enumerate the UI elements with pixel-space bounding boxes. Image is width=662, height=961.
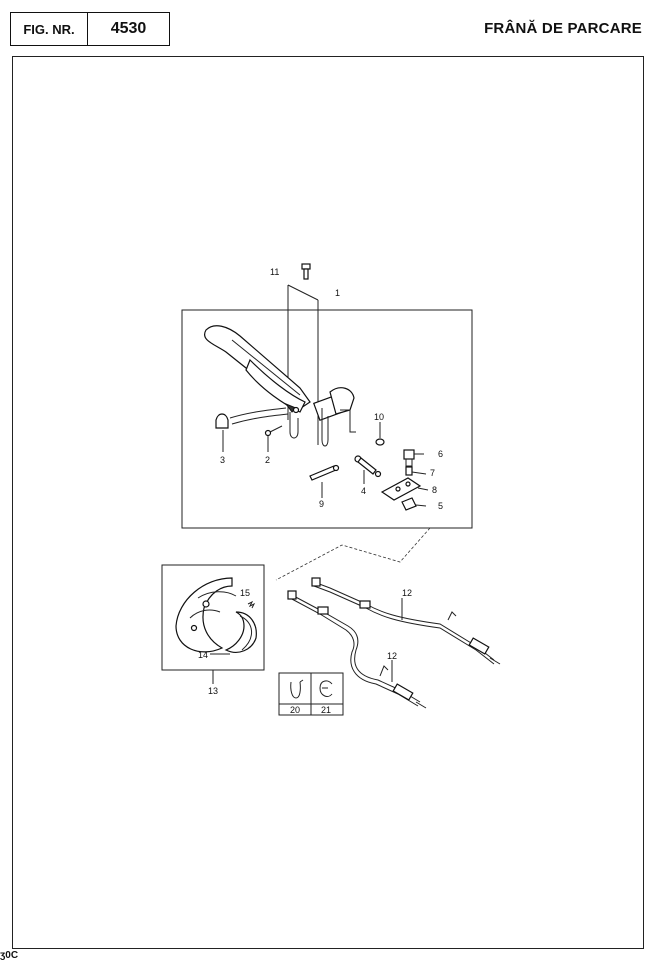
figure-number-box: FIG. NR. 4530 — [10, 12, 170, 46]
callout-12-upper: 12 — [402, 588, 412, 598]
callout-1: 1 — [335, 288, 340, 298]
nut-6-icon — [403, 449, 415, 467]
corner-page-mark: ʒ0C — [0, 950, 19, 961]
callout-6: 6 — [438, 449, 443, 459]
pin-9-icon — [309, 464, 340, 481]
leader-11 — [287, 284, 319, 301]
callout-10: 10 — [374, 412, 384, 422]
washer-10-icon — [375, 438, 385, 446]
pin-2-icon — [264, 425, 283, 437]
callout-15: 15 — [240, 588, 250, 598]
diagram-frame — [12, 56, 644, 949]
brake-cable-lower-icon — [287, 590, 427, 709]
callout-9: 9 — [319, 499, 324, 509]
brake-shoe-icon — [224, 611, 257, 653]
leader-8 — [417, 487, 429, 491]
callout-12-lower: 12 — [387, 651, 397, 661]
leader-7 — [411, 471, 427, 475]
callout-4: 4 — [361, 486, 366, 496]
legend-table: 20 21 — [278, 672, 344, 716]
legend-number-20: 20 — [290, 705, 300, 715]
callout-5: 5 — [438, 501, 443, 511]
figure-number: 4530 — [110, 20, 147, 37]
brake-backing-plate-icon — [175, 577, 237, 653]
callout-7: 7 — [430, 468, 435, 478]
link-rod-4-icon — [354, 455, 382, 478]
legend-number-21: 21 — [321, 705, 331, 715]
callout-11: 11 — [270, 267, 279, 277]
brake-cable-upper-icon — [311, 577, 501, 665]
callout-14: 14 — [198, 650, 208, 660]
stud-7-icon — [405, 466, 413, 476]
assembly-outline — [181, 309, 473, 529]
page-title: FRÂNĂ DE PARCARE — [484, 20, 642, 37]
nut-5-icon — [401, 497, 417, 511]
u-clip-icon — [290, 679, 304, 699]
callout-13: 13 — [208, 686, 218, 696]
callout-8: 8 — [432, 485, 437, 495]
handbrake-lever-icon — [204, 325, 356, 447]
bolt-11-icon — [301, 263, 311, 280]
brake-assembly-outline — [161, 564, 265, 671]
equalizer-8-icon — [380, 477, 422, 501]
leader-5 — [415, 504, 427, 507]
connection-line — [275, 527, 431, 581]
e-clip-icon — [319, 680, 333, 697]
spring-15-icon — [247, 600, 256, 609]
callout-2: 2 — [265, 455, 270, 465]
callout-3: 3 — [220, 455, 225, 465]
cable-clamp-icon — [215, 407, 289, 429]
figure-label: FIG. NR. — [11, 13, 88, 45]
